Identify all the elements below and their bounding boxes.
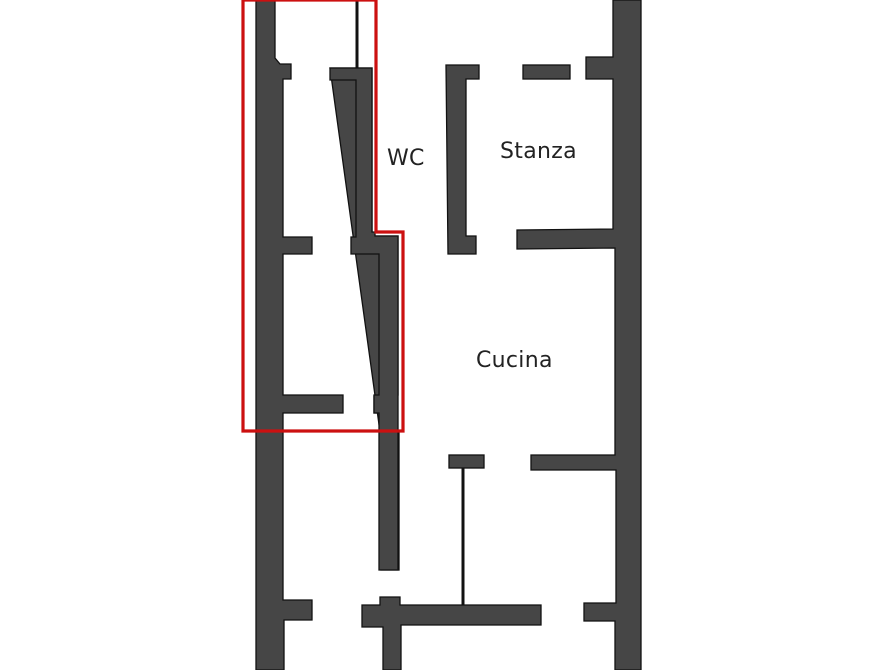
wall-stanza-top [522,64,571,80]
wall-left-outer [255,0,344,670]
wall-lower-horizontal [361,596,542,670]
room-label-stanza: Stanza [500,139,577,164]
wall-stanza-left [445,64,480,255]
room-label-wc: WC [387,146,425,171]
wall-stub-lower [448,454,485,469]
highlighted-unit-outline [241,0,405,433]
room-label-cucina: Cucina [476,348,553,373]
wall-right-outer [516,0,642,670]
